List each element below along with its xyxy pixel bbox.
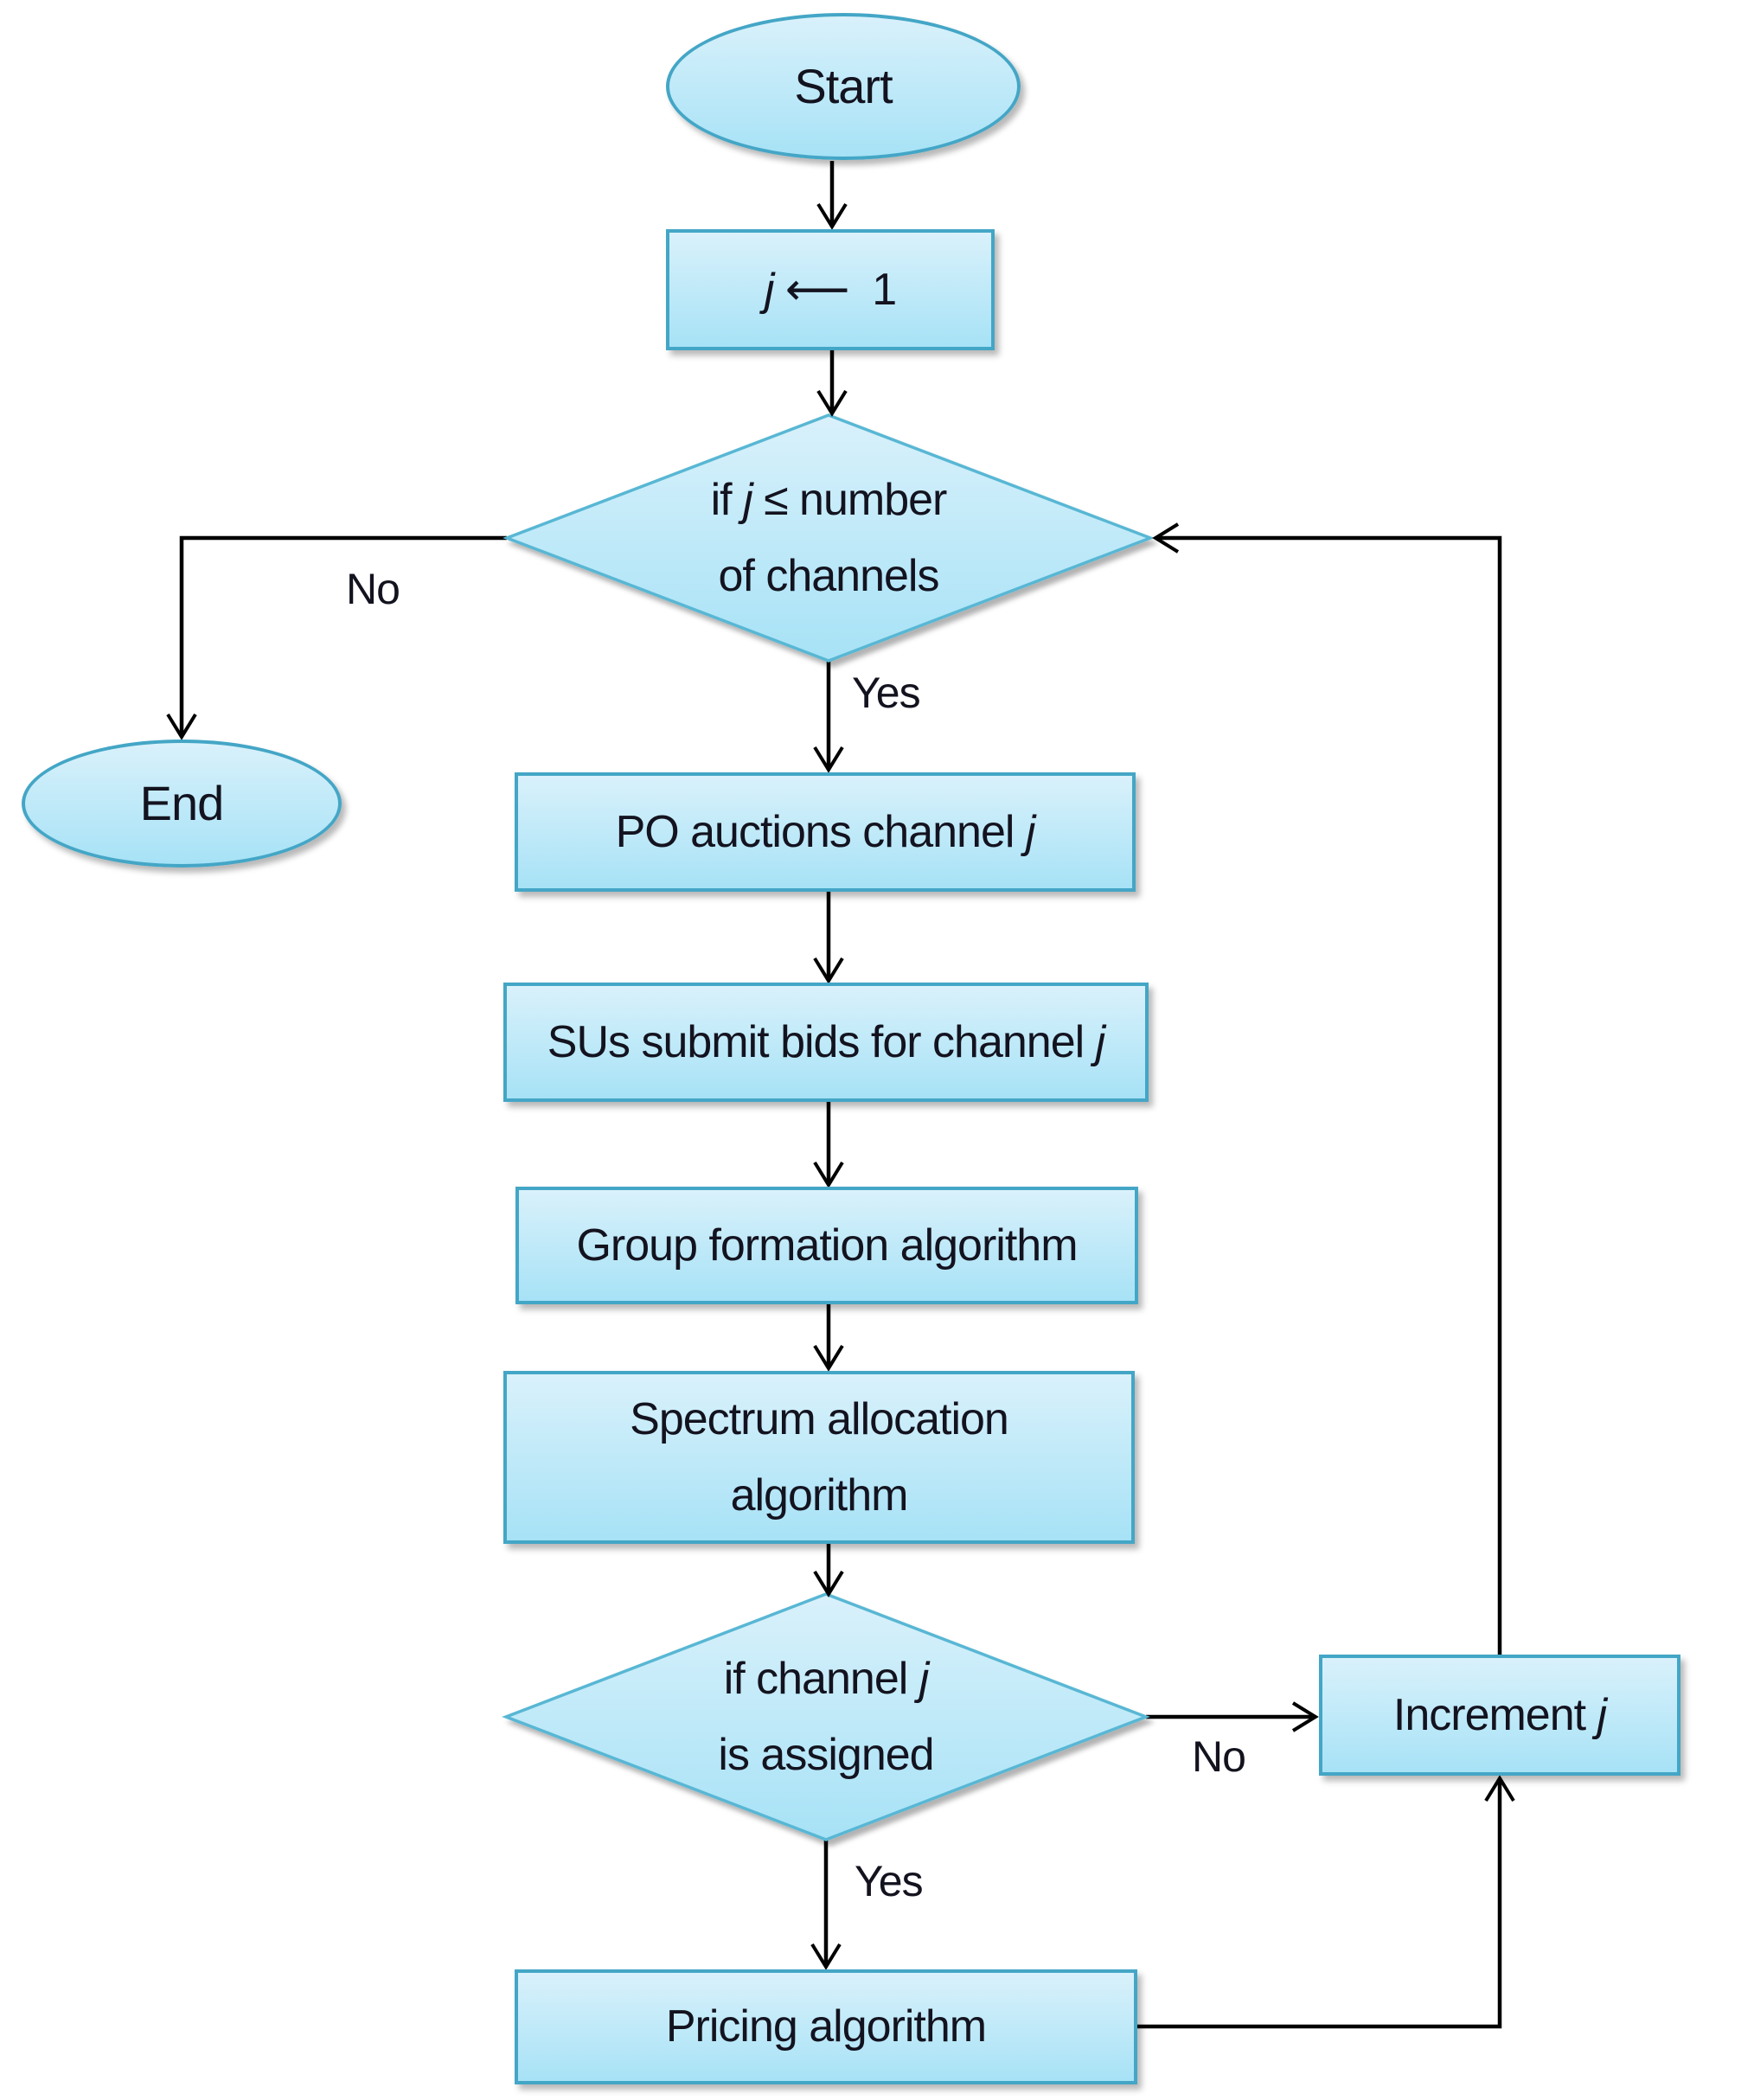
- node-start-label: Start: [794, 59, 893, 114]
- node-init-j-label: j ⟵ 1: [764, 264, 897, 315]
- node-increment-j-label: Increment j: [1392, 1689, 1607, 1740]
- node-end: End: [22, 739, 342, 868]
- edge-label-assigned-no: No: [1192, 1732, 1246, 1781]
- arrowhead-down-icon: [816, 202, 848, 230]
- decision-check-assigned-shape: [502, 1592, 1150, 1841]
- node-init-j: j ⟵ 1: [666, 229, 995, 350]
- arrowhead-up-icon: [1484, 1775, 1515, 1802]
- node-group-formation-label: Group formation algorithm: [576, 1220, 1078, 1271]
- arrowhead-down-icon: [813, 1161, 844, 1188]
- edge-label-assigned-yes: Yes: [855, 1857, 924, 1905]
- arrowhead-down-icon: [813, 746, 844, 773]
- node-pricing-label: Pricing algorithm: [665, 2001, 987, 2052]
- node-sus-bids-label: SUs submit bids for channel j: [547, 1016, 1105, 1067]
- arrowhead-down-icon: [816, 389, 848, 417]
- node-end-label: End: [139, 776, 225, 831]
- arrowhead-down-icon: [166, 713, 197, 740]
- arrowhead-down-icon: [813, 1570, 844, 1597]
- arrowhead-right-icon: [1291, 1701, 1319, 1732]
- arrowhead-left-icon: [1152, 522, 1180, 554]
- edge-label-channels-yes: Yes: [852, 669, 921, 717]
- decision-check-channels-shape: [503, 413, 1155, 663]
- node-group-formation: Group formation algorithm: [515, 1187, 1138, 1304]
- edge-label-channels-no: No: [346, 565, 400, 613]
- arrowhead-down-icon: [813, 957, 844, 984]
- node-po-auctions-label: PO auctions channel j: [615, 806, 1036, 857]
- node-increment-j: Increment j: [1319, 1655, 1680, 1776]
- edge-pricing-increment: [1137, 1778, 1502, 2029]
- arrowhead-down-icon: [813, 1344, 844, 1372]
- node-start: Start: [666, 13, 1021, 160]
- edge-increment-check-loop: [1155, 535, 1502, 1655]
- edge-check-no-end: [179, 535, 507, 737]
- node-pricing: Pricing algorithm: [515, 1969, 1137, 2084]
- arrowhead-down-icon: [810, 1943, 842, 1970]
- node-sus-bids: SUs submit bids for channel j: [503, 983, 1149, 1102]
- node-po-auctions: PO auctions channel j: [515, 772, 1136, 892]
